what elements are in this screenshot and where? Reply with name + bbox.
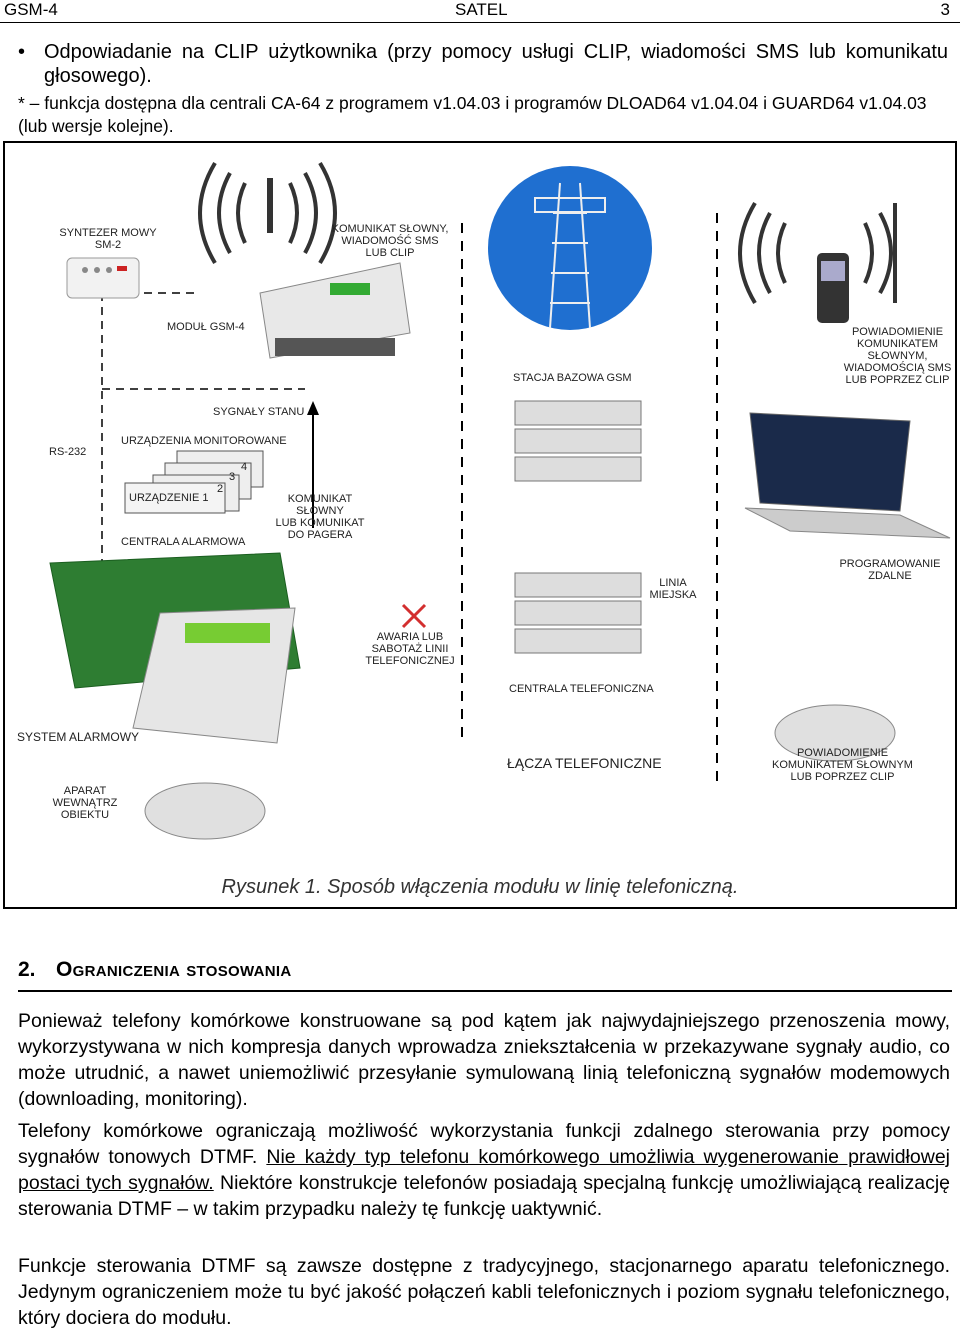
bullet-marker: •: [18, 41, 26, 63]
paragraph-2-underlined: Nie każdy typ telefonu komórkowego umożl…: [18, 1146, 950, 1194]
figure-caption: Rysunek 1. Sposób włączenia modułu w lin…: [221, 876, 739, 898]
label-pbx: CENTRALA TELEFONICZNA: [509, 683, 654, 695]
label-status: SYGNAŁY STANU: [213, 406, 305, 418]
label-n3: 3: [229, 471, 236, 483]
bullet-text: Odpowiadanie na CLIP użytkownika (przy p…: [44, 41, 948, 87]
section-number: 2.: [18, 958, 36, 981]
label-alarm-panel: CENTRALA ALARMOWA: [121, 536, 246, 548]
paragraph-1: Ponieważ telefony komórkowe konstruowane…: [18, 1010, 950, 1110]
paragraph-3: Funkcje sterowania DTMF są zawsze dostęp…: [18, 1255, 950, 1329]
header-center: SATEL: [455, 0, 508, 19]
label-base-station: STACJA BAZOWA GSM: [513, 372, 632, 384]
page-header: GSM-4 SATEL 3: [0, 0, 960, 23]
label-phone-lines: ŁĄCZA TELEFONICZNE: [507, 755, 662, 771]
footnote: * – funkcja dostępna dla centrali CA-64 …: [18, 93, 927, 136]
label-device1: URZĄDZENIE 1: [129, 492, 209, 504]
paragraph-2-intro: Telefony komórkowe ograniczają możliwość…: [18, 1120, 950, 1168]
paragraph-2-rest: Niektóre konstrukcje telefonów posiadają…: [18, 1172, 950, 1220]
label-monitored: URZĄDZENIA MONITOROWANE: [121, 435, 287, 447]
label-module: MODUŁ GSM-4: [167, 321, 245, 333]
paragraph-2: Telefony komórkowe ograniczają możliwość…: [18, 1118, 950, 1222]
section-title: Ograniczenia stosowania: [56, 958, 292, 981]
label-n2: 2: [217, 483, 224, 495]
bullet-item: • Odpowiadanie na CLIP użytkownika (przy…: [18, 40, 948, 88]
label-rs232: RS-232: [49, 446, 87, 458]
label-alarm-system: SYSTEM ALARMOWY: [17, 730, 140, 744]
page-number: 3: [940, 0, 950, 19]
label-n4: 4: [241, 461, 248, 473]
header-left: GSM-4: [4, 0, 58, 19]
diagram-graphics: [49, 161, 951, 840]
section-heading: 2. Ograniczenia stosowania: [18, 958, 952, 992]
